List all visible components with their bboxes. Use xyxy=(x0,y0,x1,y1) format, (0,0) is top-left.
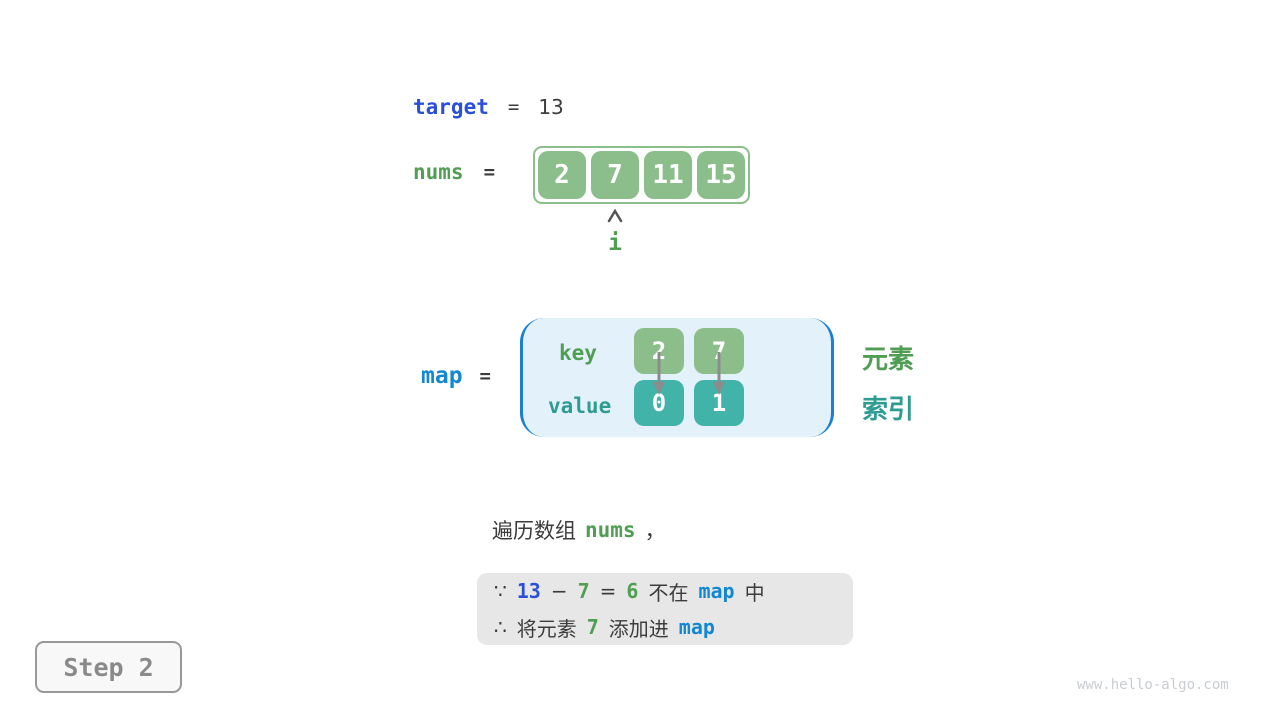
nums-array-cell: 2 xyxy=(538,151,586,199)
note-current-element: 7 xyxy=(577,579,590,603)
target-variable-name: target xyxy=(413,95,489,119)
not-in-text: 不在 xyxy=(648,580,689,605)
nums-array-cell: 15 xyxy=(697,151,745,199)
nums-variable-name: nums xyxy=(413,160,464,184)
map-equals-sign: = xyxy=(479,365,491,387)
caption-code-nums: nums xyxy=(585,518,636,542)
note-added-element: 7 xyxy=(586,615,599,639)
caption-row: 遍历数组 nums ， xyxy=(492,515,666,545)
equals-sign: = xyxy=(599,579,617,603)
nums-array-cell: 7 xyxy=(591,151,639,199)
note-map-ref: map xyxy=(698,579,735,603)
note-line-1: ∵ 13 − 7 = 6 不在 map 中 xyxy=(494,577,853,606)
nums-label-row: nums = xyxy=(413,160,495,184)
pointer-up-caret-icon xyxy=(607,209,623,223)
key-to-value-arrow-icon xyxy=(713,352,725,395)
map-label-row: map = xyxy=(421,363,491,389)
minus-sign: − xyxy=(550,579,568,603)
nums-array-cell: 11 xyxy=(644,151,692,199)
element-side-label: 元素 xyxy=(862,345,915,375)
note-difference: 6 xyxy=(626,579,639,603)
in-suffix-text: 中 xyxy=(744,580,765,605)
key-to-value-arrow-icon xyxy=(653,352,665,395)
map-key-label: key xyxy=(559,341,597,365)
note-box: ∵ 13 − 7 = 6 不在 map 中 ∴ 将元素 7 添加进 map xyxy=(477,573,853,645)
step-badge: Step 2 xyxy=(35,641,182,693)
note-target-value: 13 xyxy=(516,579,541,603)
map-variable-name: map xyxy=(421,363,463,389)
add-element-prefix: 将元素 xyxy=(516,616,577,641)
nums-equals-sign: = xyxy=(483,161,496,183)
therefore-symbol: ∴ xyxy=(494,615,507,639)
caption-comma: ， xyxy=(644,519,666,543)
index-side-label: 索引 xyxy=(862,395,915,425)
because-symbol: ∵ xyxy=(494,579,507,603)
map-value-label: value xyxy=(548,394,612,418)
add-action-text: 添加进 xyxy=(608,616,669,641)
pointer-index-label: i xyxy=(608,230,622,256)
caption-prefix: 遍历数组 xyxy=(492,519,576,543)
target-row: target = 13 xyxy=(413,95,564,119)
map-value-cell: 0 xyxy=(634,380,684,426)
map-value-cell: 1 xyxy=(694,380,744,426)
target-value: 13 xyxy=(538,95,564,119)
note-line-2: ∴ 将元素 7 添加进 map xyxy=(494,613,853,642)
nums-array: 2 7 11 15 xyxy=(533,146,750,204)
target-equals-sign: = xyxy=(507,96,520,118)
note-map-ref: map xyxy=(678,615,715,639)
site-watermark: www.hello-algo.com xyxy=(1077,677,1229,693)
map-container: key value 2 7 0 1 xyxy=(520,318,834,437)
